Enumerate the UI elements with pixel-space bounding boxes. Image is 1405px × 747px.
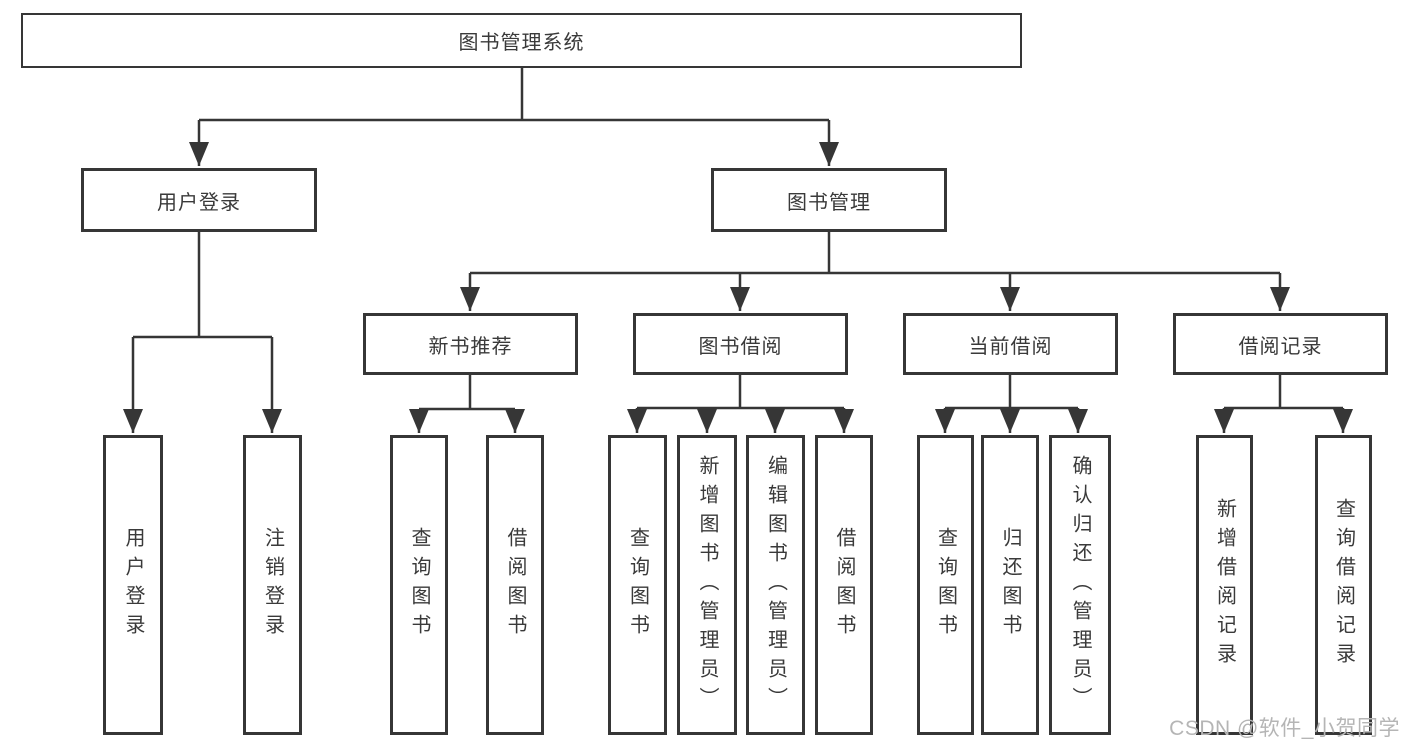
leaf-logout: 注销登录 [243, 435, 302, 735]
leaf-borrowing-borrow-books-label: 借阅图书 [833, 527, 855, 643]
leaf-borrowing-query-books: 查询图书 [608, 435, 667, 735]
leaf-logout-label: 注销登录 [261, 527, 284, 643]
node-book-management: 图书管理 [711, 168, 947, 232]
node-current-borrowing-label: 当前借阅 [968, 335, 1053, 358]
leaf-user-login-label: 用户登录 [122, 527, 144, 643]
leaf-recommend-borrow-books-label: 借阅图书 [504, 527, 526, 643]
node-user-login-label: 用户登录 [157, 191, 241, 214]
node-book-borrowing-label: 图书借阅 [698, 335, 783, 358]
node-book-management-label: 图书管理 [787, 191, 871, 214]
leaf-current-query-books-label: 查询图书 [934, 527, 957, 643]
leaf-records-add-record-label: 新增借阅记录 [1213, 498, 1236, 672]
leaf-current-confirm-return-admin: 确认归还（管理员） [1049, 435, 1111, 735]
node-book-borrowing: 图书借阅 [633, 313, 848, 375]
node-new-book-recommend: 新书推荐 [363, 313, 578, 375]
leaf-recommend-borrow-books: 借阅图书 [486, 435, 544, 735]
node-borrowing-records-label: 借阅记录 [1238, 335, 1323, 358]
connector-group [123, 68, 1353, 433]
leaf-borrowing-add-books-admin: 新增图书（管理员） [677, 435, 737, 735]
leaf-records-add-record: 新增借阅记录 [1196, 435, 1253, 735]
leaf-borrowing-borrow-books: 借阅图书 [815, 435, 873, 735]
leaf-current-confirm-return-admin-label: 确认归还（管理员） [1069, 454, 1091, 716]
leaf-borrowing-edit-books-admin: 编辑图书（管理员） [746, 435, 805, 735]
leaf-borrowing-add-books-admin-label: 新增图书（管理员） [696, 454, 718, 716]
leaf-current-return-books-label: 归还图书 [999, 527, 1021, 643]
watermark-csdn: CSDN @软件_小贺同学 [1169, 717, 1400, 740]
leaf-records-query-record-label: 查询借阅记录 [1332, 498, 1355, 672]
node-borrowing-records: 借阅记录 [1173, 313, 1388, 375]
leaf-recommend-query-books: 查询图书 [390, 435, 448, 735]
node-current-borrowing: 当前借阅 [903, 313, 1118, 375]
leaf-recommend-query-books-label: 查询图书 [408, 527, 430, 643]
node-new-book-recommend-label: 新书推荐 [428, 335, 513, 358]
node-library-system: 图书管理系统 [21, 13, 1022, 68]
leaf-borrowing-edit-books-admin-label: 编辑图书（管理员） [764, 454, 787, 716]
node-user-login: 用户登录 [81, 168, 317, 232]
node-library-system-label: 图书管理系统 [458, 32, 585, 54]
leaf-borrowing-query-books-label: 查询图书 [626, 527, 649, 643]
leaf-current-return-books: 归还图书 [981, 435, 1039, 735]
leaf-records-query-record: 查询借阅记录 [1315, 435, 1372, 735]
leaf-user-login: 用户登录 [103, 435, 163, 735]
leaf-current-query-books: 查询图书 [917, 435, 974, 735]
